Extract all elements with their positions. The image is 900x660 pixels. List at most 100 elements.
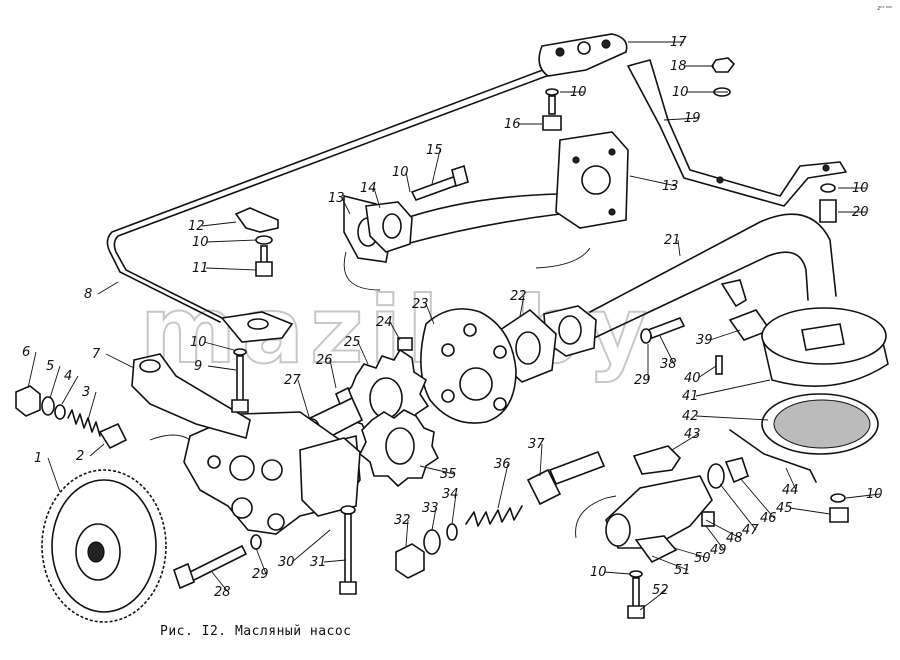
leader-line-10-9 bbox=[203, 341, 235, 351]
washer-29-left bbox=[250, 534, 262, 550]
leader-line-23-30 bbox=[425, 303, 435, 325]
spring-36 bbox=[465, 505, 523, 527]
gasket-47 bbox=[707, 463, 725, 489]
callout-43-51: 43 bbox=[684, 427, 701, 442]
leader-line-3-2 bbox=[87, 391, 97, 421]
tube-flange-17 bbox=[538, 33, 628, 77]
callout-18-25: 18 bbox=[670, 59, 687, 74]
leader-line-42-50 bbox=[695, 415, 769, 421]
callout-10-12: 10 bbox=[570, 85, 587, 100]
spring-clip-44 bbox=[729, 429, 817, 483]
callout-2-1: 2 bbox=[76, 449, 84, 464]
leader-line-48-56 bbox=[705, 519, 741, 539]
leader-line-4-3 bbox=[61, 375, 79, 405]
callout-24-31: 24 bbox=[376, 315, 393, 330]
pump-cover-23 bbox=[420, 308, 517, 424]
leader-line-39-47 bbox=[709, 329, 741, 341]
flow-arrow-3 bbox=[343, 251, 381, 291]
leader-line-10-15 bbox=[845, 493, 881, 499]
bolt-9 bbox=[220, 311, 294, 413]
callout-33-41: 33 bbox=[422, 501, 439, 516]
callout-10-14: 10 bbox=[852, 181, 869, 196]
callout-21-28: 21 bbox=[664, 233, 681, 248]
leader-line-25-32 bbox=[357, 341, 369, 365]
leader-line-10-16 bbox=[603, 571, 631, 575]
leader-line-1-0 bbox=[47, 457, 61, 493]
callout-13-19: 13 bbox=[328, 191, 345, 206]
callout-41-49: 41 bbox=[682, 389, 699, 404]
callout-10-13: 10 bbox=[672, 85, 689, 100]
leader-line-6-5 bbox=[27, 351, 37, 389]
callout-12-18: 12 bbox=[188, 219, 205, 234]
washer-10-mid bbox=[233, 348, 247, 356]
leader-line-24-31 bbox=[389, 321, 401, 341]
leader-line-41-49 bbox=[695, 379, 771, 397]
callout-44-52: 44 bbox=[782, 483, 799, 498]
corner-mark: 2ᵇ⁵ ⁰⁰⁰ bbox=[877, 6, 892, 12]
valve-37 bbox=[526, 450, 606, 506]
bolt-15 bbox=[410, 164, 469, 201]
callout-7-6: 7 bbox=[92, 347, 101, 362]
leader-line-11-17 bbox=[205, 267, 257, 271]
leader-line-19-26 bbox=[663, 117, 699, 121]
bolt-20 bbox=[819, 183, 837, 223]
callout-10-15: 10 bbox=[866, 487, 883, 502]
plug-46 bbox=[724, 457, 749, 484]
leader-line-10-11 bbox=[205, 239, 257, 243]
callout-6-5: 6 bbox=[22, 345, 30, 360]
leader-line-38-46 bbox=[659, 335, 675, 365]
plug-32 bbox=[395, 543, 425, 579]
bracket-arm-7 bbox=[131, 353, 251, 439]
callout-45-53: 45 bbox=[776, 501, 793, 516]
spring-3 bbox=[67, 409, 101, 437]
bolt-45 bbox=[829, 493, 849, 523]
callout-14-21: 14 bbox=[360, 181, 377, 196]
callout-39-47: 39 bbox=[696, 333, 713, 348]
callout-10-16: 10 bbox=[590, 565, 607, 580]
callout-26-33: 26 bbox=[316, 353, 333, 368]
callout-4-3: 4 bbox=[64, 369, 72, 384]
plug-49 bbox=[701, 511, 715, 527]
callout-34-42: 34 bbox=[442, 487, 459, 502]
bolt-28 bbox=[173, 534, 262, 590]
drive-gear-1 bbox=[41, 469, 167, 623]
callout-27-34: 27 bbox=[284, 373, 301, 388]
callout-29-37: 29 bbox=[634, 373, 651, 388]
leader-line-13-20 bbox=[629, 175, 677, 187]
flow-arrow-2 bbox=[575, 495, 617, 539]
callout-3-2: 3 bbox=[82, 385, 90, 400]
callout-13-20: 13 bbox=[662, 179, 679, 194]
leader-line-21-28 bbox=[677, 239, 681, 257]
leader-line-43-51 bbox=[671, 433, 699, 451]
callout-30-38: 30 bbox=[278, 555, 295, 570]
bracket-19 bbox=[627, 59, 847, 207]
callout-16-23: 16 bbox=[504, 117, 521, 132]
callout-31-39: 31 bbox=[310, 555, 327, 570]
nut-18 bbox=[711, 57, 736, 97]
leader-line-33-41 bbox=[431, 507, 437, 531]
leader-line-5-4 bbox=[49, 365, 61, 399]
callout-10-9: 10 bbox=[190, 335, 207, 350]
bolt-52 bbox=[627, 570, 645, 619]
washer-10-left bbox=[255, 235, 273, 245]
washer-34 bbox=[446, 523, 458, 541]
flow-arrow-1 bbox=[149, 434, 191, 441]
leader-line-10-10 bbox=[405, 171, 411, 193]
leader-line-32-40 bbox=[405, 519, 409, 547]
callout-17-24: 17 bbox=[670, 35, 687, 50]
bolt-40 bbox=[715, 355, 723, 375]
callout-11-17: 11 bbox=[192, 261, 209, 276]
leader-line-12-18 bbox=[201, 221, 237, 227]
oil-tube-8 bbox=[106, 67, 553, 323]
leader-line-9-8 bbox=[207, 365, 237, 371]
outlet-pipe-21 bbox=[543, 213, 837, 357]
sleeve-2 bbox=[98, 422, 128, 450]
leader-line-13-19 bbox=[341, 197, 351, 215]
callout-46-54: 46 bbox=[760, 511, 777, 526]
callout-10-10: 10 bbox=[392, 165, 409, 180]
leader-line-52-60 bbox=[639, 589, 667, 611]
leader-line-44-52 bbox=[785, 467, 797, 491]
callout-1-0: 1 bbox=[34, 451, 42, 466]
